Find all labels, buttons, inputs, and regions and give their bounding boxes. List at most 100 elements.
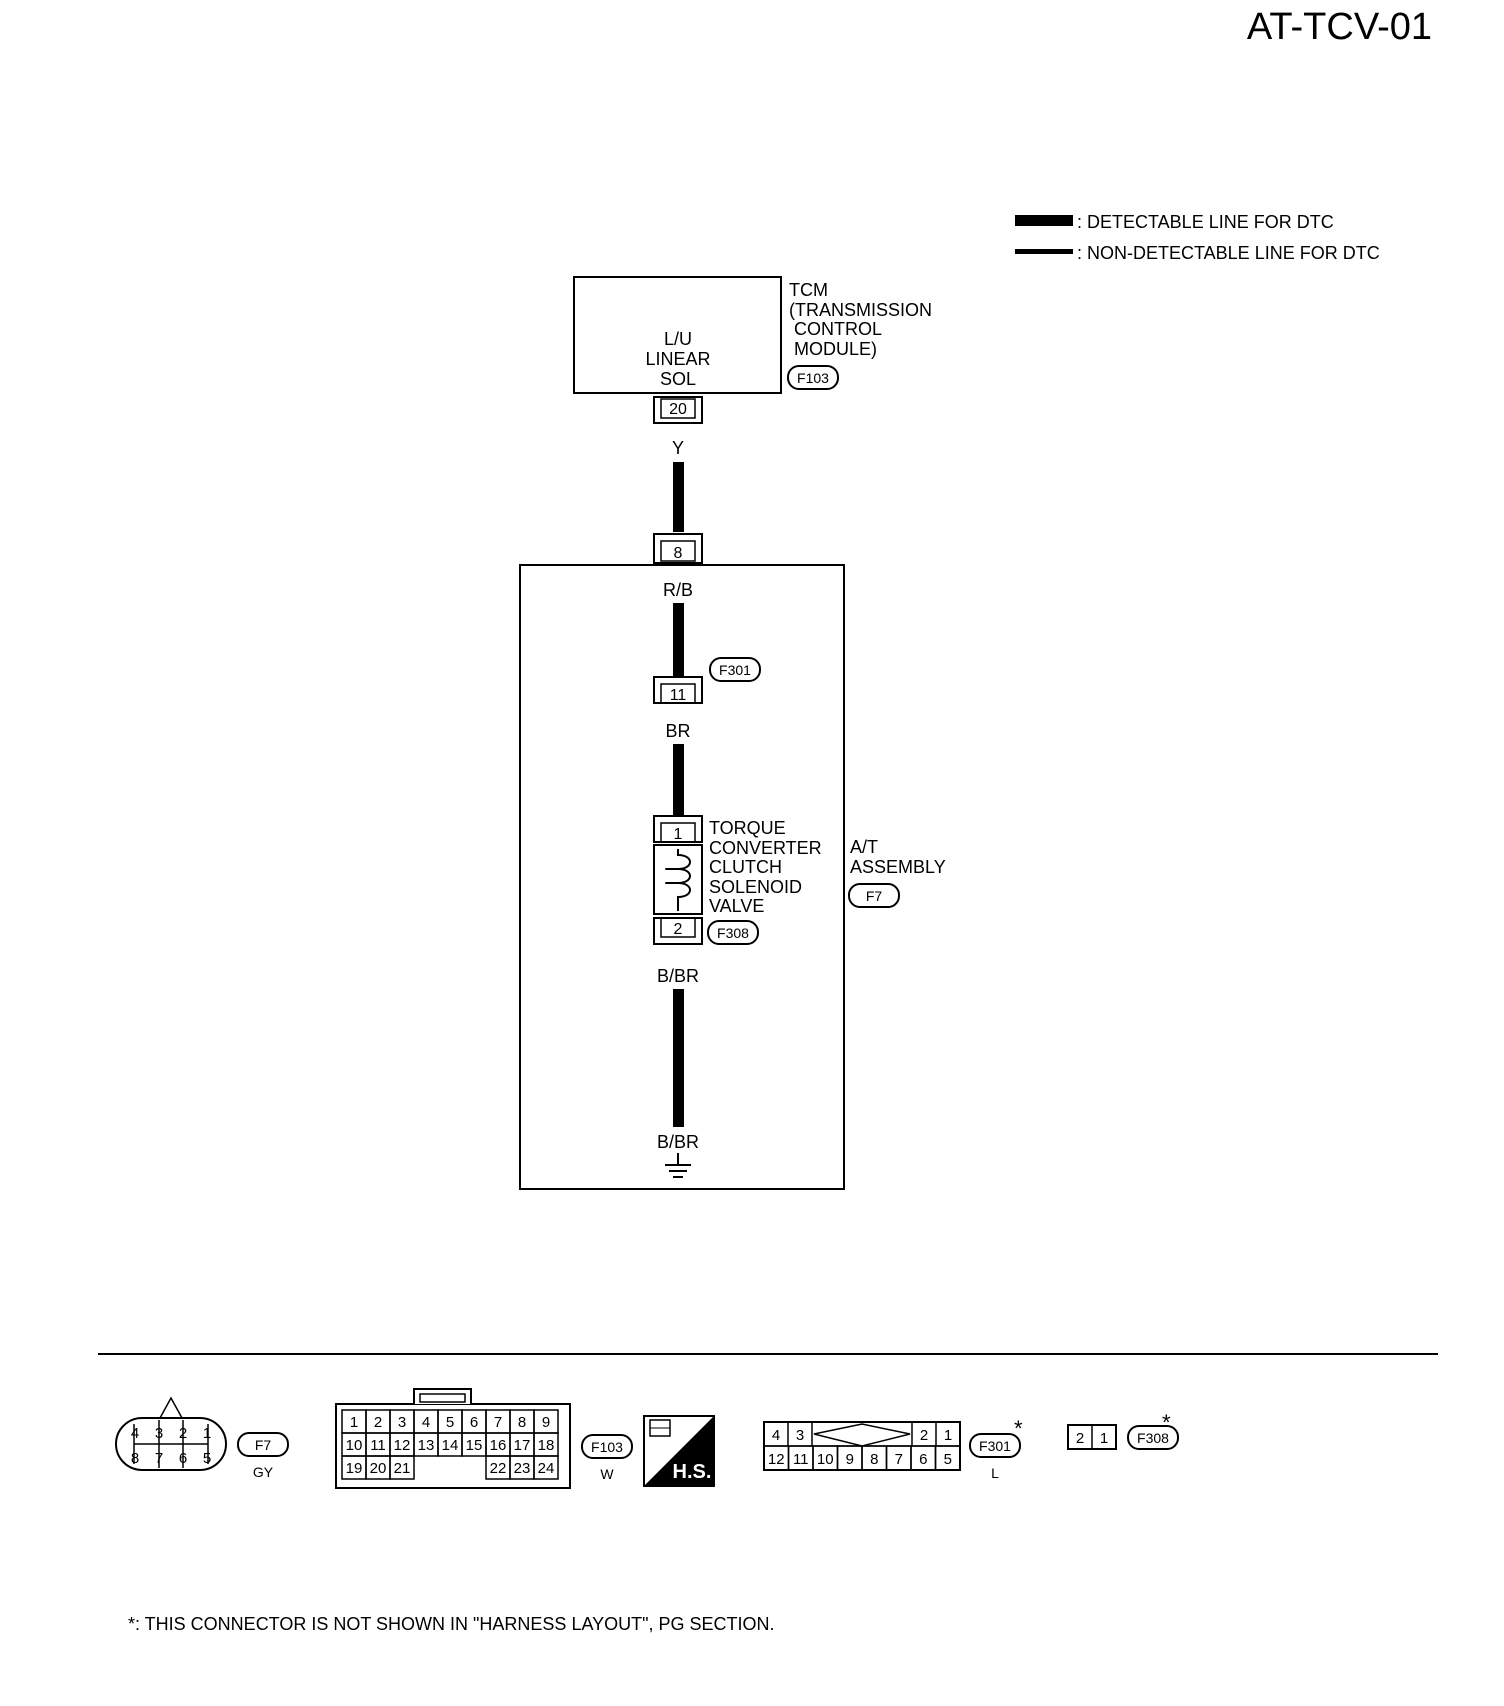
f103-pin: 22 — [490, 1460, 507, 1477]
tcm-internal-line-1: L/U — [664, 329, 692, 349]
f7-pin: 2 — [179, 1425, 187, 1442]
f103-pin: 18 — [538, 1437, 555, 1454]
connector-view-f7: 4 3 2 1 8 7 6 5 F7 GY — [115, 1396, 289, 1480]
f7-pin: 7 — [155, 1450, 163, 1467]
solenoid-name-line-2: CONVERTER — [709, 838, 822, 858]
f7-id-badge — [237, 1432, 289, 1457]
f301-view-pin: 5 — [944, 1451, 952, 1468]
f103-id: F103 — [591, 1439, 623, 1455]
f103-id-badge — [581, 1434, 633, 1459]
at-assembly-box — [519, 564, 845, 1190]
assembly-name-line-1: A/T — [850, 837, 878, 857]
f301-view-pin: 10 — [817, 1451, 834, 1468]
f308-view-id: F308 — [1137, 1430, 1169, 1446]
assembly-entry-terminal-box — [653, 533, 703, 564]
tcm-name-line-3: CONTROL — [794, 319, 882, 339]
tcm-box — [573, 276, 782, 394]
f103-pin: 14 — [442, 1437, 459, 1454]
f7-pin: 5 — [203, 1450, 211, 1467]
f103-pin: 8 — [518, 1414, 526, 1431]
solenoid-connector-label: F308 — [717, 925, 749, 941]
f7-color: GY — [253, 1464, 274, 1480]
f103-pin: 20 — [370, 1460, 387, 1477]
solenoid-bottom-terminal-number: 2 — [674, 921, 683, 938]
assembly-entry-terminal-number: 8 — [674, 545, 683, 562]
tcm-name-line-2: (TRANSMISSION — [789, 300, 932, 320]
assembly-connector-label: F7 — [866, 888, 883, 904]
tcm-connector-badge — [787, 365, 839, 390]
tcm-internal-line-2: LINEAR — [645, 349, 710, 369]
footnote: *: THIS CONNECTOR IS NOT SHOWN IN "HARNE… — [128, 1614, 775, 1634]
f103-pin: 21 — [394, 1460, 411, 1477]
solenoid-name-line-5: VALVE — [709, 896, 764, 916]
f301-view-pin: 2 — [920, 1427, 928, 1444]
solenoid-name-line-4: SOLENOID — [709, 877, 802, 897]
solenoid-name-line-1: TORQUE — [709, 818, 786, 838]
legend-detectable-label: : DETECTABLE LINE FOR DTC — [1077, 212, 1334, 232]
f301-view-pin: 12 — [768, 1451, 785, 1468]
f301-view-color: L — [991, 1465, 999, 1481]
page-title: AT-TCV-01 — [1247, 6, 1432, 48]
f7-id: F7 — [255, 1437, 272, 1453]
f301-connector-badge — [709, 657, 761, 682]
f103-pin: 11 — [370, 1437, 386, 1454]
solenoid-top-terminal-box — [653, 815, 703, 843]
f301-view-cell — [934, 1445, 961, 1471]
f7-pin: 8 — [131, 1450, 139, 1467]
f103-pin: 7 — [494, 1414, 502, 1431]
f103-pin: 1 — [350, 1414, 358, 1431]
f103-pin: 17 — [514, 1437, 531, 1454]
f301-terminal-number: 11 — [670, 687, 687, 704]
f7-pin: 1 — [203, 1425, 211, 1442]
f103-pin: 2 — [374, 1414, 382, 1431]
f103-color: W — [600, 1466, 614, 1482]
f103-pin: 5 — [446, 1414, 454, 1431]
f301-view-pin: 3 — [796, 1427, 804, 1444]
wire-color-bbr-bottom: B/BR — [657, 1132, 699, 1152]
wire-br — [673, 744, 684, 818]
tcm-terminal-number: 20 — [669, 401, 687, 418]
assembly-connector-badge — [848, 883, 900, 908]
wire-color-br: BR — [665, 721, 690, 741]
wire-color-rb: R/B — [663, 580, 693, 600]
f301-asterisk: * — [1014, 1416, 1023, 1441]
f103-pin: 23 — [514, 1460, 531, 1477]
f301-view-pin: 1 — [944, 1427, 952, 1444]
hs-badge: H.S. — [643, 1415, 715, 1487]
f301-connector-label: F301 — [719, 662, 751, 678]
f301-view-pin: 8 — [870, 1451, 878, 1468]
f308-view-id-badge — [1127, 1425, 1179, 1450]
f7-pin: 4 — [131, 1425, 139, 1442]
solenoid-coil-icon — [665, 849, 691, 911]
f301-view-pin: 7 — [895, 1451, 903, 1468]
wire-color-y: Y — [672, 438, 684, 458]
f301-view-id: F301 — [979, 1438, 1011, 1454]
f7-pin: 6 — [179, 1450, 187, 1467]
f308-view-pin: 1 — [1100, 1430, 1108, 1447]
f103-pin: 19 — [346, 1460, 363, 1477]
wire-tcm-to-assembly — [673, 462, 684, 532]
f103-pin: 16 — [490, 1437, 507, 1454]
f301-view-pin: 11 — [793, 1451, 809, 1468]
f301-view-pin: 4 — [772, 1427, 780, 1444]
f103-cell — [389, 1455, 415, 1480]
tcm-name-line-4: MODULE) — [794, 339, 877, 359]
wire-color-bbr-top: B/BR — [657, 966, 699, 986]
f103-cell — [533, 1455, 559, 1480]
hs-badge-label: H.S. — [673, 1461, 712, 1483]
f308-view-pin: 2 — [1076, 1430, 1084, 1447]
f103-pin: 10 — [346, 1437, 363, 1454]
f301-view-pin: 6 — [919, 1451, 927, 1468]
legend-non-detectable-label: : NON-DETECTABLE LINE FOR DTC — [1077, 243, 1380, 263]
tcm-connector-label: F103 — [797, 370, 829, 386]
f103-pin: 3 — [398, 1414, 406, 1431]
f103-pin: 6 — [470, 1414, 478, 1431]
f103-pin: 12 — [394, 1437, 411, 1454]
connector-view-f308: 2 1 F308 * — [1067, 1410, 1179, 1450]
f103-pin: 4 — [422, 1414, 430, 1431]
legend-non-detectable-swatch — [1015, 249, 1073, 254]
f301-terminal-box — [653, 676, 703, 704]
solenoid-top-terminal-number: 1 — [674, 826, 683, 843]
